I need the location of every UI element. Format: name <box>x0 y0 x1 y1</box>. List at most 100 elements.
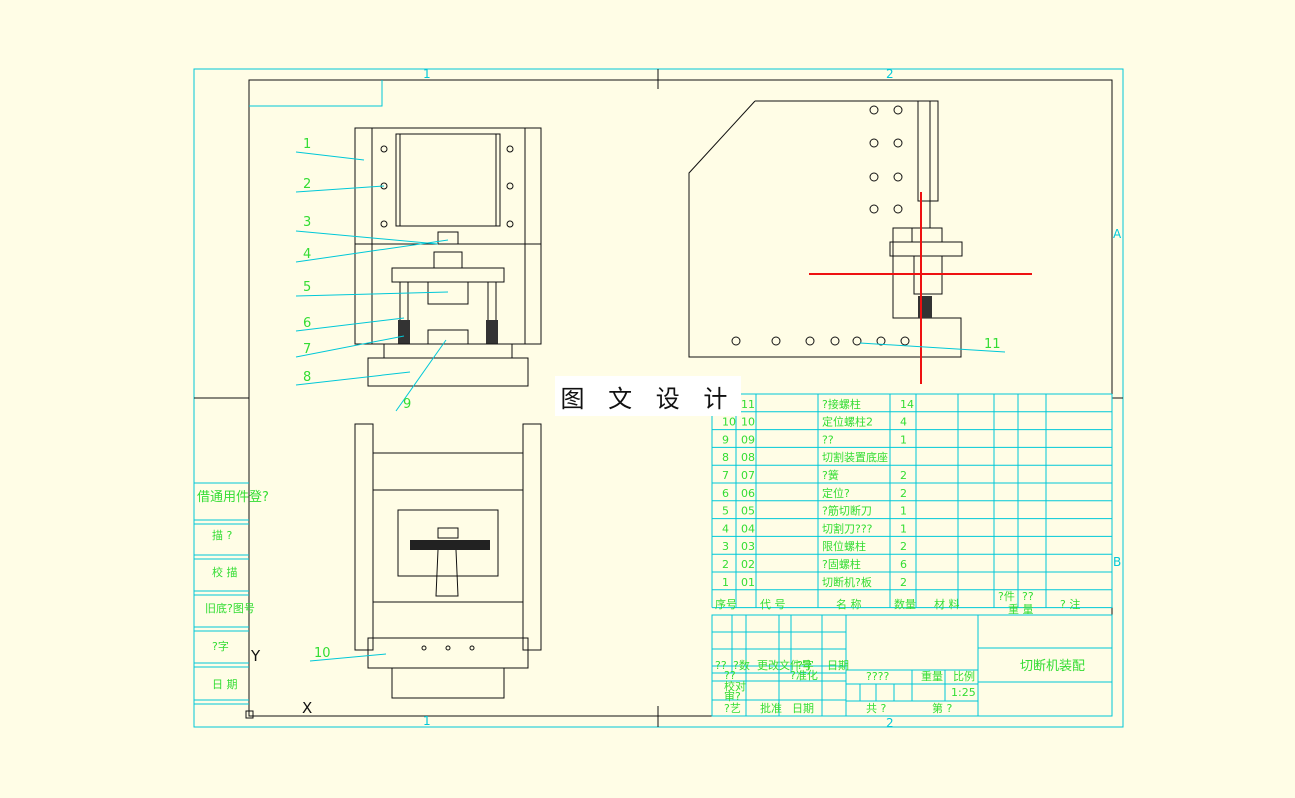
bom-cell-seq: 3 <box>722 540 729 553</box>
zone-label-bottom-2: 2 <box>886 716 894 730</box>
bom-cell-code: 05 <box>741 505 755 518</box>
bom-cell-code: 02 <box>741 558 755 571</box>
bom-cell-qty: 2 <box>900 576 907 589</box>
balloon-9: 9 <box>403 397 411 412</box>
bom-cell-code: 04 <box>741 522 755 535</box>
bom-cell-seq: 10 <box>722 416 736 429</box>
bom-cell-qty: 1 <box>900 433 907 446</box>
bom-cell-qty: 2 <box>900 540 907 553</box>
balloon-11: 11 <box>984 337 1001 352</box>
bom-header-weight: 重 量 <box>1008 602 1034 616</box>
tb-weight: 重量 <box>921 669 943 683</box>
bom-cell-name: ?固螺柱 <box>822 557 861 571</box>
balloon-3: 3 <box>303 215 311 230</box>
tb-date2: 日期 <box>792 702 814 715</box>
tb-change-doc: 更改文件号 <box>757 658 812 672</box>
zone-label-bottom-1: 1 <box>423 714 431 728</box>
tb-date: 日期 <box>827 659 849 672</box>
balloon-4: 4 <box>303 247 311 262</box>
balloon-6: 6 <box>303 316 311 331</box>
axis-x-label: X <box>302 699 312 717</box>
bom-table: 1111?接螺柱141010定位螺柱24909??1808切割装置底座707?簧… <box>722 397 914 589</box>
bom-cell-name: 切断机?板 <box>822 575 872 589</box>
left-strip-cell: 校 描 <box>212 565 238 579</box>
side-view <box>688 100 1032 384</box>
ucs-origin <box>245 710 254 719</box>
left-strip-cell: 描 ? <box>212 528 232 542</box>
bom-header-code: 代 号 <box>760 598 786 611</box>
corner-box <box>249 80 383 107</box>
bom-cell-name: ?筋切断刀 <box>822 504 872 518</box>
tb-scale-value: 1:25 <box>951 686 976 699</box>
bom-cell-seq: 9 <box>722 433 729 446</box>
left-strip-cell: 旧底?图号 <box>205 601 255 615</box>
bom-cell-seq: 2 <box>722 558 729 571</box>
bom-header-qty: 数量 <box>894 598 916 611</box>
drawing-title: 切断机装配 <box>1020 659 1085 674</box>
bom-cell-name: 定位螺柱2 <box>822 415 873 429</box>
tb-area: ?数 <box>733 659 750 672</box>
watermark: 图 文 设 计 <box>555 376 741 416</box>
bom-cell-name: 切割装置底座 <box>822 450 888 464</box>
bom-cell-qty: 6 <box>900 558 907 571</box>
bom-cell-name: ?簧 <box>822 468 839 482</box>
balloon-2: 2 <box>303 177 311 192</box>
balloon-10: 10 <box>314 646 331 661</box>
tb-approve: 批准 <box>760 701 782 715</box>
bom-cell-qty: 14 <box>900 398 914 411</box>
bom-cell-seq: 5 <box>722 505 729 518</box>
bom-cell-code: 07 <box>741 469 755 482</box>
bom-cell-seq: 7 <box>722 469 729 482</box>
bom-cell-qty: 1 <box>900 522 907 535</box>
tb-proofread: 校对 <box>724 679 746 693</box>
bom-cell-name: ?? <box>822 433 834 446</box>
balloon-8: 8 <box>303 370 311 385</box>
bom-header-name: 名 称 <box>836 597 862 611</box>
tb-scale: 比例 <box>953 669 975 683</box>
zone-label-top-2: 2 <box>886 67 894 81</box>
front-view <box>354 127 542 387</box>
bom-cell-seq: 6 <box>722 487 729 500</box>
bom-header-material: 材 料 <box>934 597 960 611</box>
tb-review: 审? <box>724 689 741 703</box>
bom-cell-code: 03 <box>741 540 755 553</box>
tb-process: ?艺 <box>724 702 741 715</box>
bom-table-grid <box>711 393 1113 609</box>
zone-label-b: B <box>1113 555 1121 569</box>
tb-design: ?? <box>724 669 736 682</box>
balloon-7: 7 <box>303 342 311 357</box>
tb-standardize: ?准化 <box>790 668 818 682</box>
leader-lines <box>295 151 1006 662</box>
left-strip-title: 借通用件登? <box>197 490 269 505</box>
bom-cell-seq: 4 <box>722 522 729 535</box>
bom-cell-name: 限位螺柱 <box>822 539 866 553</box>
bom-cell-name: ?接螺柱 <box>822 397 861 411</box>
balloon-5: 5 <box>303 280 311 295</box>
bom-cell-code: 09 <box>741 433 755 446</box>
bom-cell-qty: 4 <box>900 416 907 429</box>
bom-cell-code: 11 <box>741 398 755 411</box>
zone-label-a: A <box>1113 227 1122 241</box>
bom-cell-name: 定位? <box>822 486 850 500</box>
bom-cell-name: 切割刀??? <box>822 521 873 535</box>
tb-sheet-no: 第 ? <box>932 701 952 715</box>
bom-cell-qty: 2 <box>900 487 907 500</box>
bom-header-note: ? 注 <box>1060 597 1080 611</box>
bom-cell-code: 01 <box>741 576 755 589</box>
left-strip-cell: ?字 <box>212 639 229 653</box>
zone-label-top-1: 1 <box>423 67 431 81</box>
tb-stage: ???? <box>866 670 890 683</box>
top-view <box>354 423 542 699</box>
bom-header-seq: 序号 <box>715 597 737 611</box>
bom-cell-qty: 2 <box>900 469 907 482</box>
axis-y-label: Y <box>250 647 261 665</box>
left-registration-strip <box>194 482 249 705</box>
bom-cell-code: 10 <box>741 416 755 429</box>
bom-cell-code: 06 <box>741 487 755 500</box>
title-block-grid <box>711 614 1113 717</box>
tb-sign: ?字 <box>797 658 814 672</box>
bom-cell-seq: 8 <box>722 451 729 464</box>
bom-cell-code: 08 <box>741 451 755 464</box>
